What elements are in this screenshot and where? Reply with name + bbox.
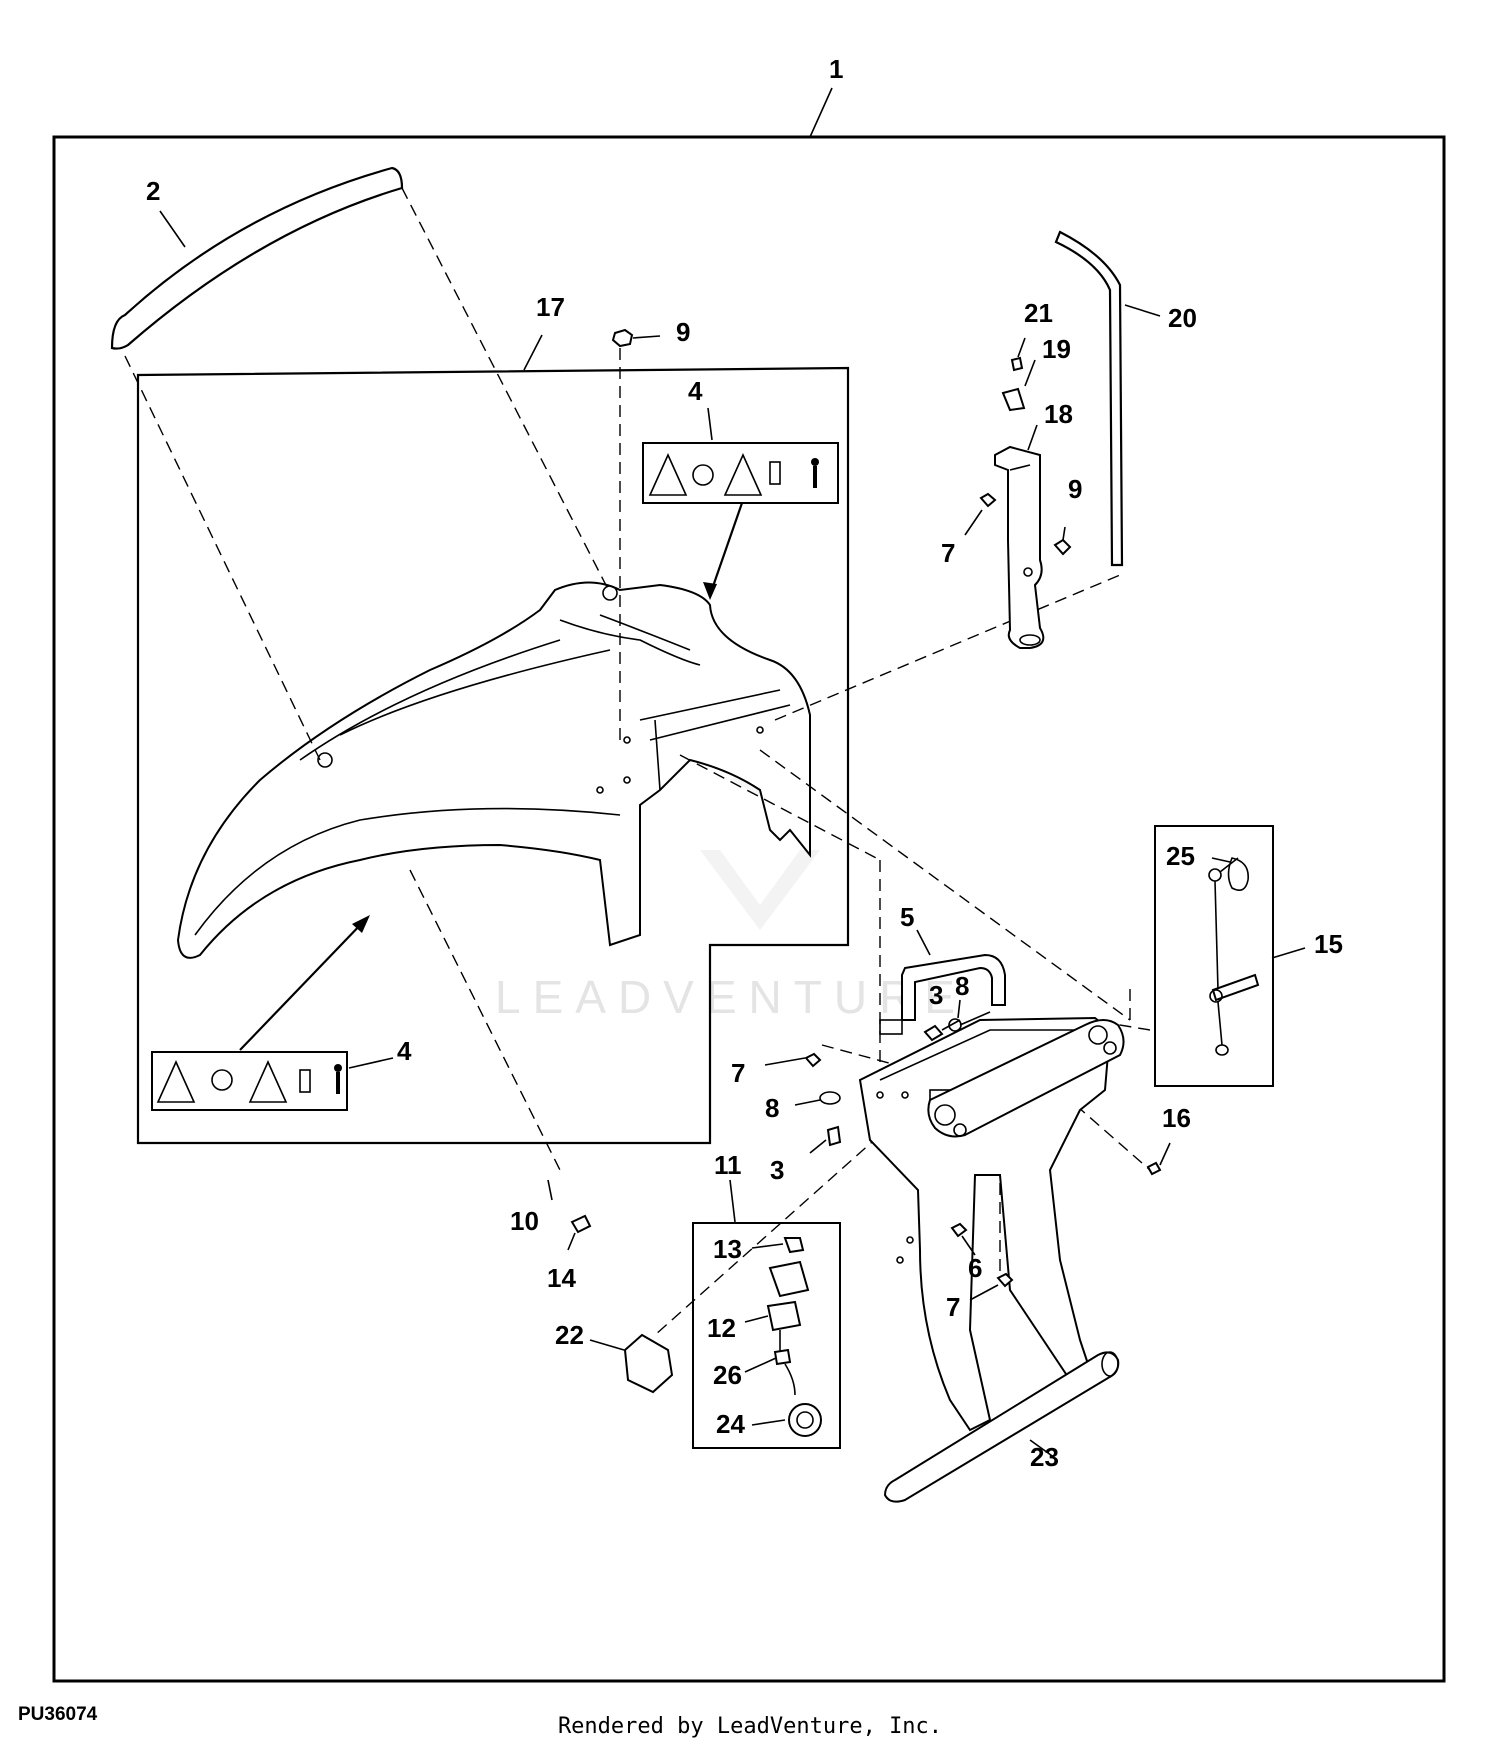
- fender-trim-strip: [110, 166, 404, 350]
- callout-8-lower: 8: [765, 1093, 779, 1123]
- callout-9-bracket: 9: [1068, 474, 1082, 504]
- callout-3-upper: 3: [929, 980, 943, 1010]
- outer-frame: [52, 135, 1446, 1683]
- callout-23: 23: [1030, 1442, 1059, 1472]
- washer-8-lower: [819, 1091, 841, 1105]
- callout-7-lower: 7: [946, 1292, 960, 1322]
- callout-21: 21: [1024, 298, 1053, 328]
- safety-decal-bottom: [151, 1051, 348, 1111]
- callout-4-bottom: 4: [397, 1036, 412, 1066]
- callout-15: 15: [1314, 929, 1343, 959]
- callout-7-bracket: 7: [941, 538, 955, 568]
- clip-19: [1001, 387, 1026, 412]
- callout-5: 5: [900, 902, 914, 932]
- nut-7-bracket: [979, 492, 997, 508]
- callout-1: 1: [829, 54, 843, 84]
- footer-credit: Rendered by LeadVenture, Inc.: [557, 1714, 943, 1739]
- callout-17: 17: [536, 292, 565, 322]
- safety-decal-top: [642, 442, 839, 504]
- washer-8-upper: [948, 1018, 962, 1032]
- callout-20: 20: [1168, 303, 1197, 333]
- hitch-pin-kit: [1208, 857, 1260, 1056]
- callout-10: 10: [510, 1206, 539, 1236]
- bolt-6: [950, 1222, 968, 1238]
- callout-labels: 1 2 17 9 4 4 10 14 21 19 18 20 9 7 25 15…: [146, 54, 1343, 1472]
- bolt-3-upper: [923, 1024, 944, 1042]
- nut-7-lower: [996, 1272, 1014, 1288]
- diagram-id: PU36074: [18, 1704, 98, 1725]
- screw-14: [570, 1214, 592, 1234]
- bolt-3-lower: [826, 1125, 842, 1147]
- callout-9-top: 9: [676, 317, 690, 347]
- kit-box-15: [1154, 825, 1274, 1087]
- callout-18: 18: [1044, 399, 1073, 429]
- cover-22: [623, 1333, 674, 1394]
- callout-16: 16: [1162, 1103, 1191, 1133]
- fender-group-outline: [136, 366, 850, 1145]
- callout-25: 25: [1166, 841, 1195, 871]
- assembly-leaders: [124, 187, 1151, 1336]
- callout-14: 14: [547, 1263, 576, 1293]
- hitch-arm: [858, 1011, 1125, 1432]
- callout-4-top: 4: [688, 376, 703, 406]
- watermark-text: LEADVENTURE: [495, 971, 967, 1023]
- axle-23: [883, 1351, 1120, 1503]
- callout-13: 13: [713, 1234, 742, 1264]
- callout-12: 12: [707, 1313, 736, 1343]
- callout-7-mid: 7: [731, 1058, 745, 1088]
- wiring-kit: [766, 1237, 822, 1437]
- callout-3-lower: 3: [770, 1155, 784, 1185]
- screw-21: [1010, 356, 1024, 372]
- callout-22: 22: [555, 1320, 584, 1350]
- callout-19: 19: [1042, 334, 1071, 364]
- callout-24: 24: [716, 1409, 745, 1439]
- pin-16: [1146, 1161, 1162, 1176]
- nut-9-top: [611, 328, 634, 348]
- kit-box-11: [692, 1222, 841, 1449]
- callout-2: 2: [146, 176, 160, 206]
- rod-20: [1054, 230, 1124, 567]
- bracket-18: [994, 445, 1045, 649]
- nut-9-bracket: [1053, 538, 1072, 556]
- fender: [176, 581, 811, 959]
- callout-11: 11: [714, 1150, 742, 1180]
- callout-8-upper: 8: [955, 971, 969, 1001]
- nut-7-mid: [804, 1052, 822, 1068]
- callout-26: 26: [713, 1360, 742, 1390]
- handle-5: [901, 953, 1006, 1021]
- callout-6: 6: [968, 1253, 982, 1283]
